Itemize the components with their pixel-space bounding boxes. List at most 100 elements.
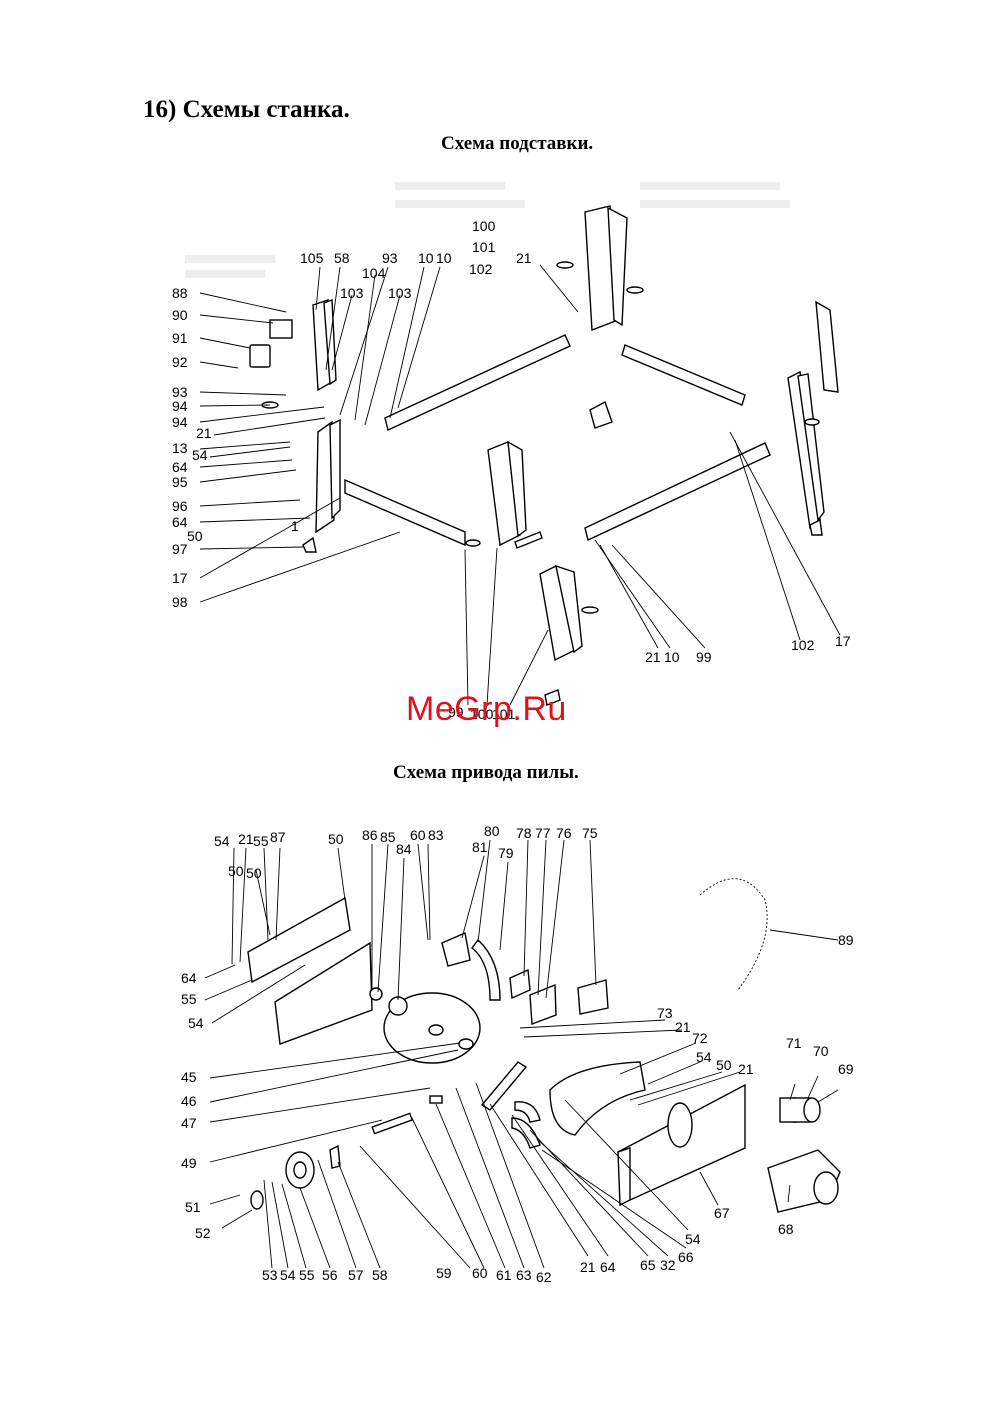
stand-label: 10 [664, 649, 680, 665]
stand-label: 99 [448, 704, 464, 720]
drive-label: 56 [322, 1267, 338, 1283]
drive-label: 50 [246, 865, 262, 881]
drive-label: 55 [181, 991, 197, 1007]
stand-label: 50 [187, 528, 203, 544]
drive-label: 72 [692, 1030, 708, 1046]
stand-label: 100 [470, 706, 494, 722]
drive-label: 85 [380, 829, 396, 845]
stand-label: 10 [418, 250, 434, 266]
drive-label: 84 [396, 841, 412, 857]
stand-label: 13 [172, 440, 188, 456]
stand-label: 102 [469, 261, 493, 277]
stand-label: 64 [172, 514, 188, 530]
stand-label: 17 [835, 633, 851, 649]
stand-diagram: 100 101 102 21 105 58 93 104 10 10 103 1… [0, 160, 1000, 740]
drive-label: 81 [472, 839, 488, 855]
stand-label: 95 [172, 474, 188, 490]
drive-diagram-title: Схема привода пилы. [393, 762, 579, 783]
drive-label: 76 [556, 825, 572, 841]
drive-label: 63 [516, 1267, 532, 1283]
drive-label: 54 [188, 1015, 204, 1031]
stand-label: 21 [516, 250, 532, 266]
drive-label: 55 [253, 833, 269, 849]
page-heading: 16) Схемы станка. [143, 96, 350, 123]
drive-label: 50 [328, 831, 344, 847]
drive-label: 77 [535, 825, 551, 841]
drive-label: 47 [181, 1115, 197, 1131]
drive-label: 73 [657, 1005, 673, 1021]
stand-label: 17 [172, 570, 188, 586]
stand-label: 88 [172, 285, 188, 301]
drive-label: 60 [410, 827, 426, 843]
drive-label: 80 [484, 823, 500, 839]
drive-label: 50 [716, 1057, 732, 1073]
stand-label: 21 [196, 425, 212, 441]
stand-label: 21 [645, 649, 661, 665]
stand-label: 90 [172, 307, 188, 323]
drive-label: 21 [238, 831, 254, 847]
stand-label: 96 [172, 498, 188, 514]
stand-label: 54 [192, 447, 208, 463]
drive-label: 58 [372, 1267, 388, 1283]
stand-label: 91 [172, 330, 188, 346]
drive-label: 67 [714, 1205, 730, 1221]
stand-label: 101 [472, 239, 496, 255]
stand-label: 98 [172, 594, 188, 610]
stand-label: 104 [362, 265, 386, 281]
drive-label: 87 [270, 829, 286, 845]
drive-label: 52 [195, 1225, 211, 1241]
drive-label: 78 [516, 825, 532, 841]
drive-label: 68 [778, 1221, 794, 1237]
stand-label: 92 [172, 354, 188, 370]
stand-label: 102 [791, 637, 815, 653]
drive-label: 46 [181, 1093, 197, 1109]
saw-drive-drawing: 54 21 55 87 50 50 50 86 85 60 83 84 80 8… [181, 823, 854, 1285]
drive-label: 45 [181, 1069, 197, 1085]
stand-label: 101 [492, 706, 516, 722]
stand-label: 94 [172, 414, 188, 430]
drive-label: 83 [428, 827, 444, 843]
drive-label: 21 [738, 1061, 754, 1077]
saw-drive-diagram: 54 21 55 87 50 50 50 86 85 60 83 84 80 8… [0, 800, 1000, 1320]
drive-label: 86 [362, 827, 378, 843]
drive-label: 32 [660, 1257, 676, 1273]
stand-diagram-title: Схема подставки. [441, 133, 594, 154]
drive-label: 75 [582, 825, 598, 841]
stand-label: 100 [472, 218, 496, 234]
stand-label: 93 [382, 250, 398, 266]
drive-label: 21 [580, 1259, 596, 1275]
stand-label: 1 [291, 518, 299, 534]
drive-label: 54 [696, 1049, 712, 1065]
stand-label: 103 [388, 285, 412, 301]
drive-label: 61 [496, 1267, 512, 1283]
stand-label: 10 [436, 250, 452, 266]
stand-label: 103 [340, 285, 364, 301]
drive-label: 54 [685, 1231, 701, 1247]
stand-label: 93 [172, 384, 188, 400]
drive-label: 60 [472, 1265, 488, 1281]
stand-label: 58 [334, 250, 350, 266]
drive-label: 65 [640, 1257, 656, 1273]
drive-label: 49 [181, 1155, 197, 1171]
drive-label: 79 [498, 845, 514, 861]
drive-label: 53 [262, 1267, 278, 1283]
stand-label: 99 [696, 649, 712, 665]
stand-label: 97 [172, 541, 188, 557]
stand-label: 64 [172, 459, 188, 475]
drive-label: 57 [348, 1267, 364, 1283]
drive-label: 21 [675, 1019, 691, 1035]
stand-diagram-drawing: 100 101 102 21 105 58 93 104 10 10 103 1… [172, 182, 851, 722]
watermark: MeGrp.Ru [406, 690, 567, 728]
drive-label: 64 [600, 1259, 616, 1275]
drive-label: 51 [185, 1199, 201, 1215]
drive-label: 71 [786, 1035, 802, 1051]
drive-label: 69 [838, 1061, 854, 1077]
drive-label: 50 [228, 863, 244, 879]
stand-label: 94 [172, 398, 188, 414]
drive-label: 70 [813, 1043, 829, 1059]
drive-label: 89 [838, 932, 854, 948]
drive-label: 54 [280, 1267, 296, 1283]
drive-label: 64 [181, 970, 197, 986]
drive-label: 55 [299, 1267, 315, 1283]
drive-label: 59 [436, 1265, 452, 1281]
